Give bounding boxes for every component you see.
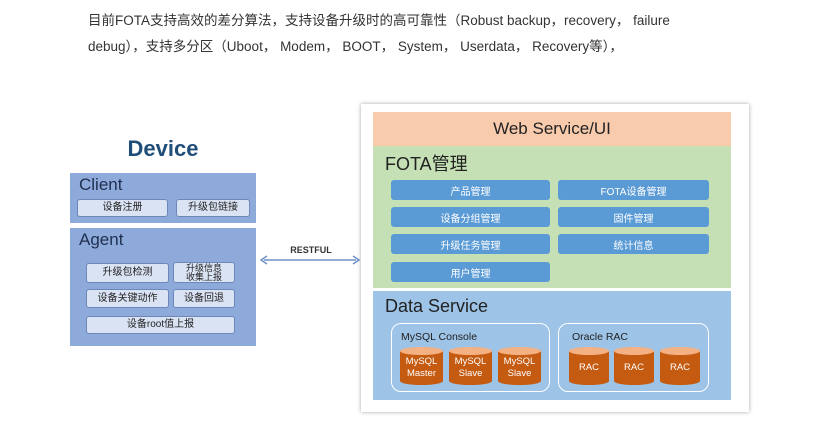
database-icon <box>614 347 654 385</box>
db-node-mysql-slave-1: MySQL Slave <box>454 356 487 379</box>
db-node-mysql-master: MySQL Master <box>405 356 438 379</box>
database-icon <box>660 347 700 385</box>
device-title: Device <box>127 136 199 161</box>
database-icon <box>569 347 609 385</box>
restful-label: RESTFUL <box>290 245 332 255</box>
agent-title: Agent <box>79 230 124 249</box>
oracle-rac-label: Oracle RAC <box>572 331 629 343</box>
database-icon <box>498 347 541 385</box>
db-node-rac-2: RAC <box>623 362 645 373</box>
database-icon <box>400 347 443 385</box>
double-arrow-icon <box>259 255 361 265</box>
intro-line-2: debug），支持多分区（Uboot， Modem， BOOT， System，… <box>88 39 623 54</box>
fota-item-product: 产品管理 <box>391 180 550 200</box>
fota-item-device-group: 设备分组管理 <box>391 207 550 227</box>
db-node-rac-1: RAC <box>578 362 600 373</box>
data-service-title: Data Service <box>385 296 489 316</box>
agent-item-key-action: 设备关键动作 <box>86 289 169 308</box>
fota-item-user: 用户管理 <box>391 262 550 282</box>
fota-item-fota-device: FOTA设备管理 <box>558 180 709 200</box>
db-node-rac-3: RAC <box>669 362 691 373</box>
mysql-console-label: MySQL Console <box>401 331 478 343</box>
fota-item-upgrade-task: 升级任务管理 <box>391 234 550 254</box>
db-node-mysql-slave-2: MySQL Slave <box>503 356 536 379</box>
fota-item-statistics: 统计信息 <box>558 234 709 254</box>
intro-paragraph: 目前FOTA支持高效的差分算法，支持设备升级时的高可靠性（Robust back… <box>88 8 748 60</box>
mysql-console-group <box>391 323 550 392</box>
intro-line-1: 目前FOTA支持高效的差分算法，支持设备升级时的高可靠性（Robust back… <box>88 13 670 28</box>
agent-item-package-check: 升级包检测 <box>86 263 169 283</box>
agent-item-root-report: 设备root值上报 <box>86 316 235 334</box>
database-icon <box>449 347 492 385</box>
client-item-register: 设备注册 <box>77 199 168 217</box>
fota-item-firmware: 固件管理 <box>558 207 709 227</box>
client-item-package-link: 升级包链接 <box>176 199 250 217</box>
fota-title: FOTA管理 <box>385 154 468 174</box>
agent-item-upgrade-info: 升级信息 收集上报 <box>173 262 235 283</box>
client-title: Client <box>79 175 123 194</box>
agent-item-rollback: 设备回退 <box>173 289 235 308</box>
web-service-bar: Web Service/UI <box>373 112 731 146</box>
oracle-rac-group <box>558 323 709 392</box>
